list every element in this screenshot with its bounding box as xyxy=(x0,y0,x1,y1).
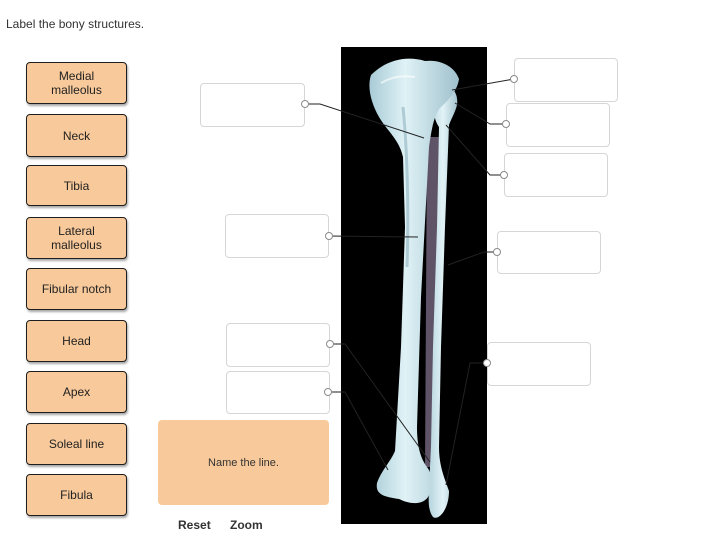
label-chip-text: Lateral malleolus xyxy=(51,224,102,252)
tibia-fibula-illustration xyxy=(369,58,459,518)
label-chip-tibia[interactable]: Tibia xyxy=(26,165,127,206)
pin-1[interactable] xyxy=(301,100,309,108)
label-chip-text: Fibula xyxy=(60,488,93,502)
pin-8[interactable] xyxy=(493,248,501,256)
pin-2[interactable] xyxy=(325,232,333,240)
pin-7[interactable] xyxy=(500,171,508,179)
label-chip-text: Fibular notch xyxy=(41,282,112,296)
hint-text: Name the line. xyxy=(208,456,279,469)
instruction-text: Label the bony structures. xyxy=(6,17,145,31)
label-chip-apex[interactable]: Apex xyxy=(26,371,127,413)
label-chip-medial-malleolus[interactable]: Medial malleolus xyxy=(26,62,127,104)
hint-box[interactable]: Name the line. xyxy=(158,420,329,505)
label-chip-text: Neck xyxy=(62,128,91,143)
drop-target-3[interactable] xyxy=(226,323,330,367)
reset-button[interactable]: Reset xyxy=(178,518,211,532)
label-chip-text: Soleal line xyxy=(48,437,105,451)
label-chip-text: Apex xyxy=(62,385,91,399)
pin-3[interactable] xyxy=(326,340,334,348)
label-chip-text: Medial malleolus xyxy=(51,69,102,97)
pin-6[interactable] xyxy=(502,120,510,128)
drop-target-8[interactable] xyxy=(497,231,601,274)
drop-target-1[interactable] xyxy=(200,83,305,127)
tibia-shape xyxy=(369,58,459,504)
pin-4[interactable] xyxy=(324,388,332,396)
drop-target-7[interactable] xyxy=(504,153,608,197)
label-chip-lateral-malleolus[interactable]: Lateral malleolus xyxy=(26,217,127,259)
label-chip-text: Head xyxy=(62,334,91,348)
pin-9[interactable] xyxy=(483,359,491,367)
label-chip-text: Tibia xyxy=(63,178,90,193)
label-chip-neck[interactable]: Neck xyxy=(26,114,127,157)
bone-figure xyxy=(341,47,487,524)
drop-target-5[interactable] xyxy=(514,58,618,102)
fibula-shape xyxy=(428,85,458,518)
label-chip-fibula[interactable]: Fibula xyxy=(26,474,127,516)
zoom-button[interactable]: Zoom xyxy=(230,518,263,532)
pin-5[interactable] xyxy=(510,75,518,83)
drop-target-9[interactable] xyxy=(487,342,591,386)
drop-target-4[interactable] xyxy=(226,371,330,414)
label-chip-soleal-line[interactable]: Soleal line xyxy=(26,423,127,465)
drop-target-6[interactable] xyxy=(506,103,610,147)
label-chip-fibular-notch[interactable]: Fibular notch xyxy=(26,268,127,310)
drop-target-2[interactable] xyxy=(225,214,329,258)
label-chip-head[interactable]: Head xyxy=(26,320,127,362)
